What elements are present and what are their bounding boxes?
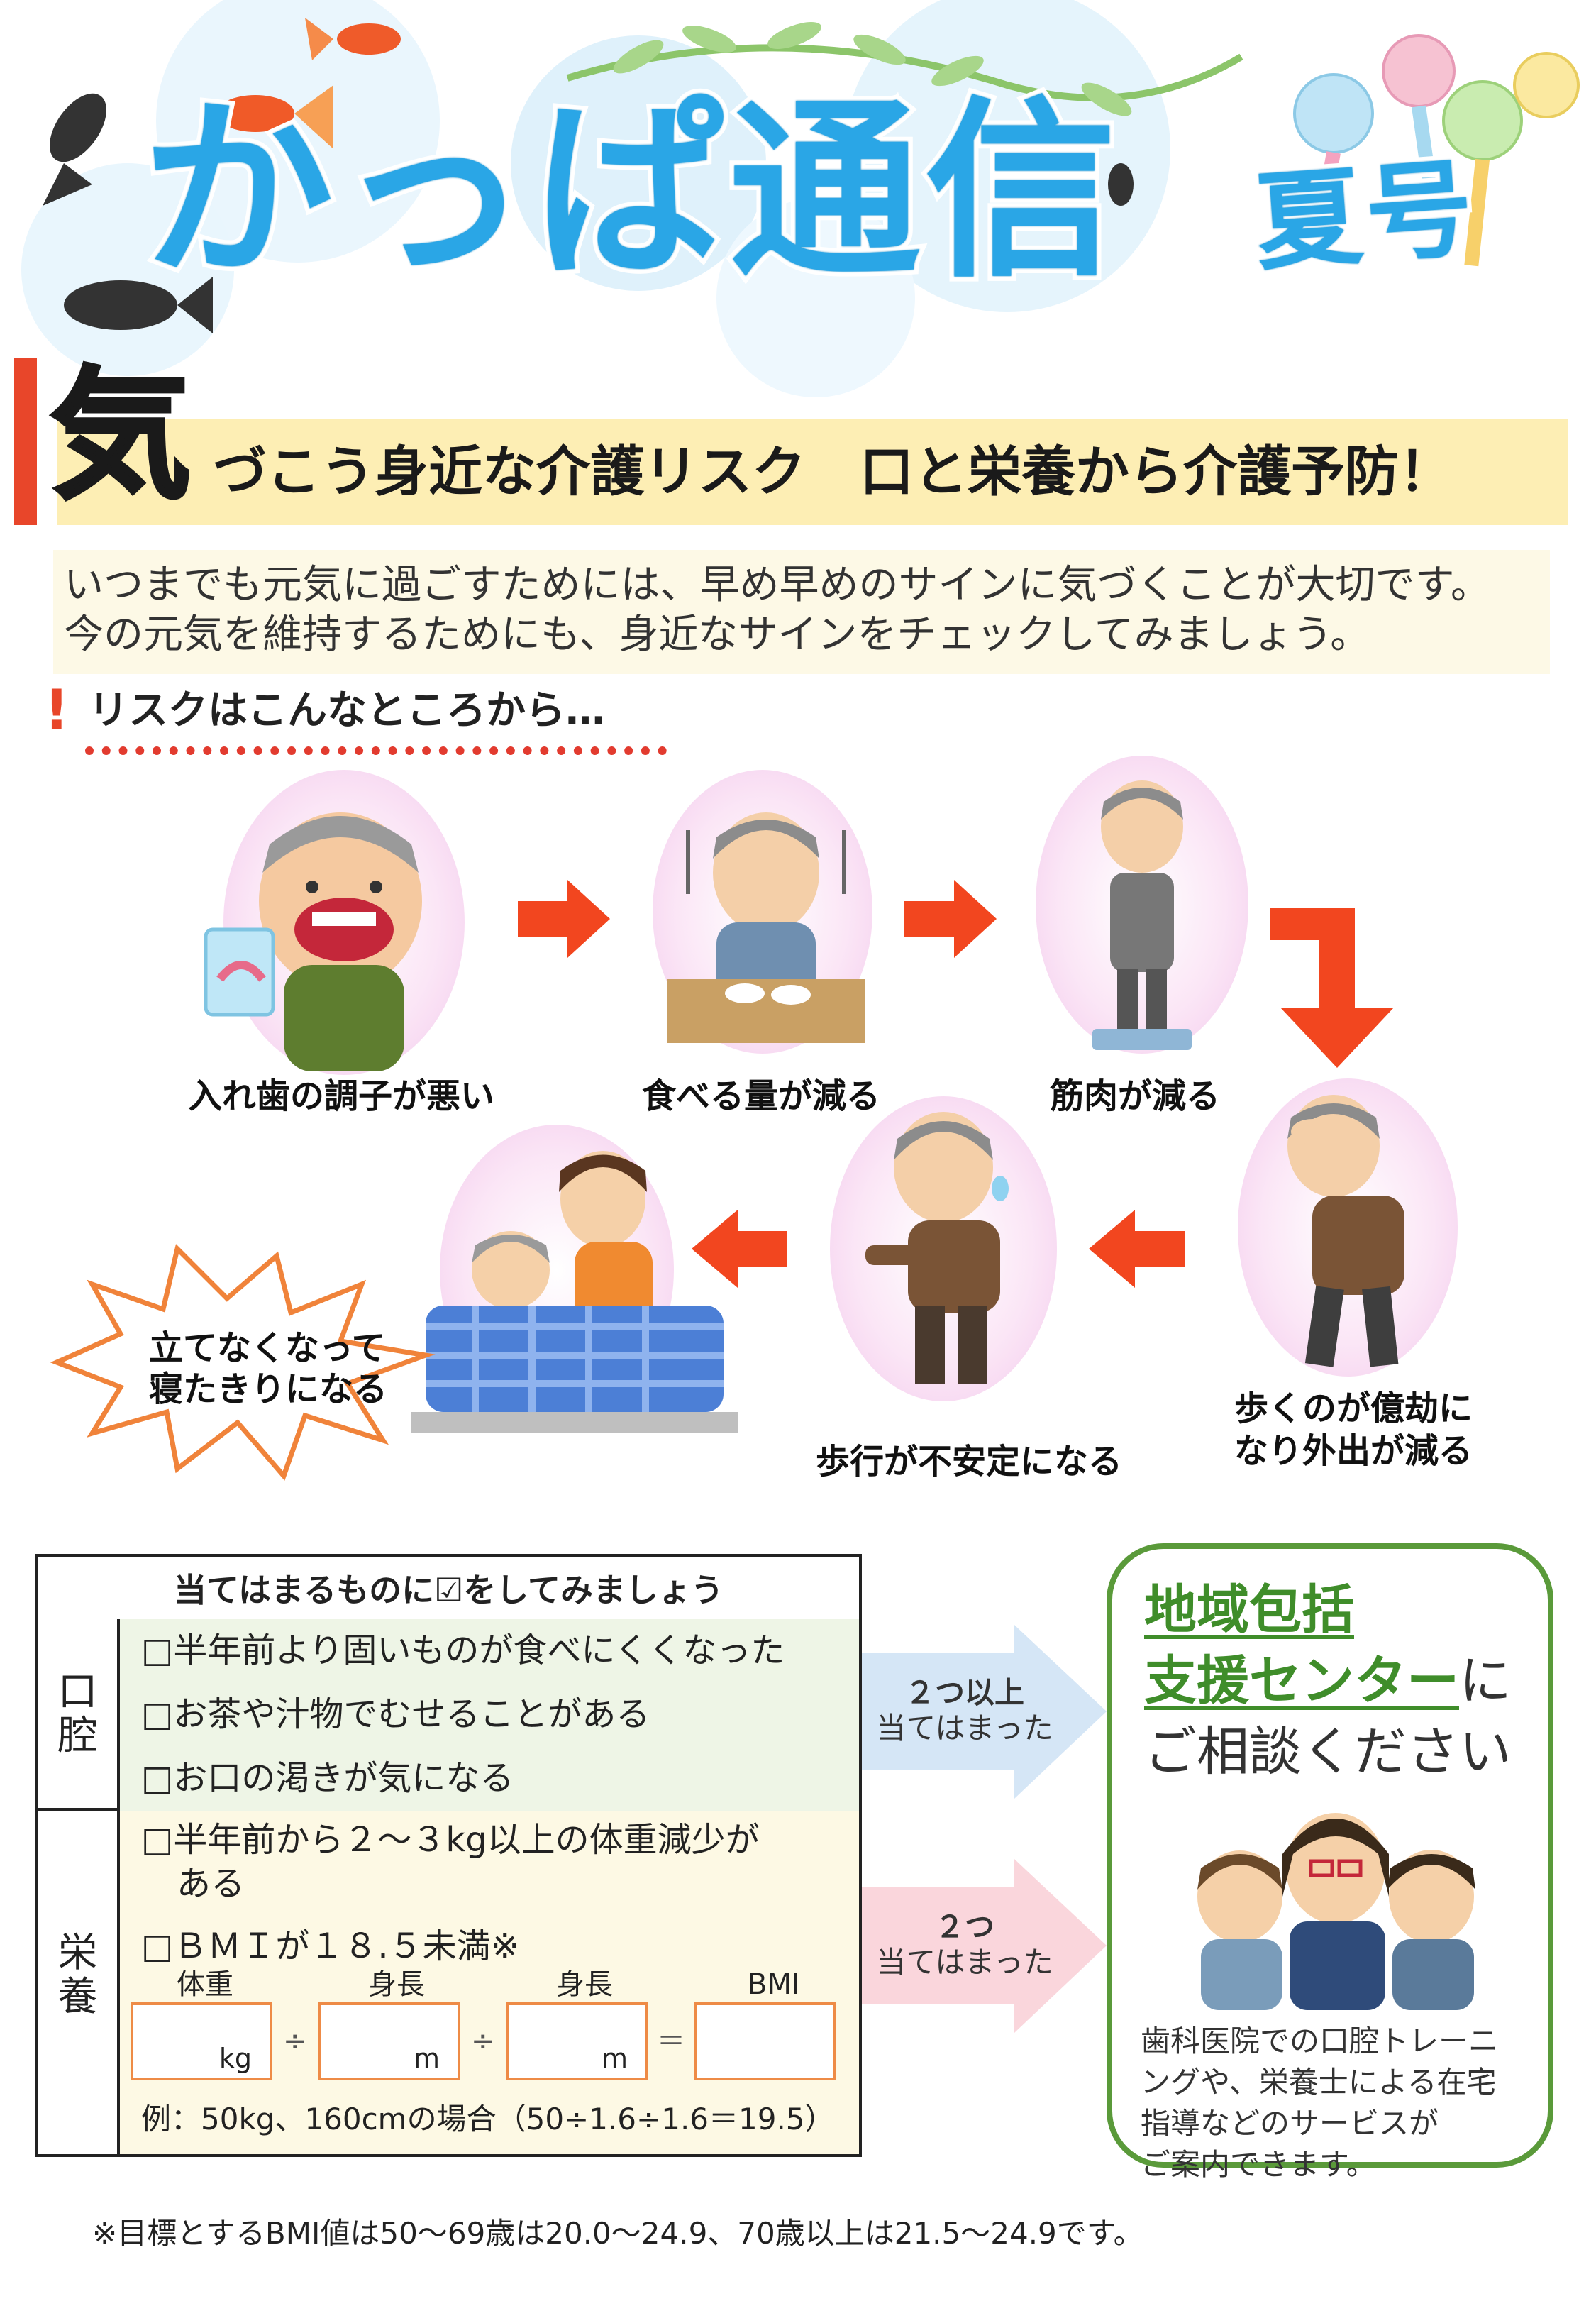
water-bubble-decor <box>844 0 1170 312</box>
equals-sign: ＝ <box>657 2025 685 2058</box>
dotted-underline <box>85 746 667 755</box>
arrow-upper-line2: 当てはまった <box>876 1711 1053 1745</box>
checklist-row[interactable]: □半年前から２～３kg以上の体重減少が ある <box>120 1811 859 1920</box>
header-illustration <box>21 0 1580 397</box>
water-bubble-decor <box>716 199 915 397</box>
intro-line-2: 今の元気を維持するためにも、身近なサインをチェックしてみましょう。 <box>64 612 1370 658</box>
checklist-row[interactable]: □お口の渇きが気になる <box>120 1747 859 1814</box>
arrow-two-icon <box>862 1859 1107 2033</box>
water-bubble-decor <box>156 0 440 263</box>
consult-box: 地域包括 支援センターに ご相談ください 歯科医院での口腔トレーニ ングや、栄養… <box>1107 1543 1553 2182</box>
bmi-footnote: ※目標とするBMI値は50～69歳は20.0～24.9、70歳以上は21.5～2… <box>92 2216 1143 2251</box>
heading-text: づこう身近な介護リスク 口と栄養から介護予防！ <box>213 440 1453 503</box>
checklist-row[interactable]: □半年前より固いものが食べにくくなった <box>120 1619 859 1686</box>
water-bubble-decor <box>21 163 234 376</box>
step1-label: 入れ歯の調子が悪い <box>188 1076 495 1116</box>
arrow-left-icon <box>1089 1210 1185 1288</box>
issue-label: 夏号 <box>1246 142 1485 290</box>
checklist-header: 当てはまるものに☑をしてみましょう <box>38 1557 859 1622</box>
intro-box <box>53 550 1550 674</box>
height-label: 身長 <box>368 1968 425 2001</box>
checklist-item-text: □半年前から２～３kg以上の体重減少が <box>141 1820 760 1860</box>
step2-label: 食べる量が減る <box>642 1076 881 1116</box>
arrow-lower-line2: 当てはまった <box>876 1945 1053 1980</box>
arrow-left-icon <box>692 1210 787 1288</box>
unit-kg: kg <box>218 2043 252 2074</box>
step4-label-line1: 歩くのが億劫に <box>1234 1389 1473 1428</box>
elderly-man-unsteady-illustration <box>865 1112 1009 1384</box>
black-fish-icon <box>43 93 1134 333</box>
checklist-item-text: ある <box>177 1864 245 1904</box>
arrow-two-or-more-icon <box>862 1625 1107 1799</box>
step5-label: 歩行が不安定になる <box>816 1442 1123 1482</box>
consult-desc-line: 歯科医院での口腔トレーニ <box>1141 2024 1499 2058</box>
checklist-table: 当てはまるものに☑をしてみましょう 口腔 栄養 □半年前より固いものが食べにくく… <box>35 1554 862 2157</box>
starburst-callout <box>50 1244 436 1481</box>
checklist-item-text: □お茶や汁物でむせることがある <box>141 1694 650 1734</box>
consult-particle: に <box>1459 1650 1512 1711</box>
unit-m: m <box>601 2043 628 2074</box>
category-oral: 口腔 <box>38 1619 120 1811</box>
heading-band <box>57 419 1568 525</box>
staff-illustration <box>1197 1813 1475 2010</box>
divide-sign: ÷ <box>471 2025 495 2058</box>
unit-m: m <box>413 2043 440 2074</box>
goldfish-icon <box>216 18 401 149</box>
exclamation-icon: ! <box>44 679 70 743</box>
consult-line2: 支援センターに <box>1144 1648 1512 1714</box>
consult-center-name: 支援センター <box>1144 1650 1459 1711</box>
elderly-man-scale-illustration <box>1092 780 1192 1050</box>
consult-desc-line: ングや、栄養士による在宅 <box>1141 2065 1497 2100</box>
checklist-item-text: □半年前より固いものが食べにくくなった <box>141 1631 785 1670</box>
step3-label: 筋肉が減る <box>1050 1076 1221 1116</box>
arrow-lower-line1: ２つ <box>934 1909 994 1944</box>
checklist-row[interactable]: □お茶や汁物でむせることがある <box>120 1683 859 1750</box>
heading-accent-bar <box>14 358 37 525</box>
step6-label-line2: 寝たきりになる <box>149 1369 388 1409</box>
height-label: 身長 <box>556 1968 613 2001</box>
arrow-right-icon <box>518 880 610 958</box>
checklist-row-bmi[interactable]: □ＢＭＩが１８.５未満※ 体重 身長 身長 BMI kg ÷ m ÷ m ＝ 例… <box>120 1917 859 2154</box>
bmi-label: BMI <box>748 1968 800 2001</box>
weight-input[interactable]: kg <box>131 2002 272 2080</box>
height-input[interactable]: m <box>318 2002 460 2080</box>
category-oral-label: 口腔 <box>57 1669 98 1759</box>
consult-line1: 地域包括 <box>1144 1579 1354 1640</box>
step6-label-line1: 立てなくなって <box>149 1328 386 1368</box>
bedridden-care-illustration <box>411 1151 738 1433</box>
wind-chime-icon <box>1293 34 1580 267</box>
arrow-right-icon <box>904 880 997 958</box>
arrow-down-turn-icon <box>1270 908 1394 1068</box>
checklist-item-text: □ＢＭＩが１８.５未満※ <box>141 1926 519 1966</box>
leaf-decor <box>613 22 1132 116</box>
elderly-man-denture-illustration <box>204 812 422 1071</box>
intro-line-1: いつまでも元気に過ごすためには、早め早めのサインに気づくことが大切です。 <box>64 562 1490 608</box>
risk-title: リスクはこんなところから… <box>89 688 605 734</box>
checklist-item-text: □お口の渇きが気になる <box>141 1758 514 1798</box>
water-bubble-decor <box>511 35 766 291</box>
newsletter-title: かっぱ通信 <box>137 79 1121 303</box>
divide-sign: ÷ <box>283 2025 307 2058</box>
elderly-man-tired-illustration <box>1287 1095 1404 1367</box>
bmi-example: 例：50kg、160cmの場合（50÷1.6÷1.6＝19.5） <box>141 2102 835 2136</box>
consult-desc-line: ご案内できます。 <box>1141 2147 1376 2182</box>
consult-line3: ご相談ください <box>1144 1721 1512 1782</box>
bmi-result-input[interactable] <box>694 2002 836 2080</box>
consult-desc-line: 指導などのサービスが <box>1141 2106 1439 2141</box>
arrow-upper-line1: ２つ以上 <box>904 1675 1024 1710</box>
elderly-man-eating-illustration <box>667 812 865 1043</box>
category-nutrition-label: 栄養 <box>57 1930 98 2020</box>
heading-first-char: 気 <box>48 353 193 519</box>
weight-label: 体重 <box>177 1968 233 2001</box>
height-input[interactable]: m <box>506 2002 648 2080</box>
category-nutrition: 栄養 <box>38 1811 120 2154</box>
step4-label-line2: なり外出が減る <box>1234 1431 1473 1471</box>
